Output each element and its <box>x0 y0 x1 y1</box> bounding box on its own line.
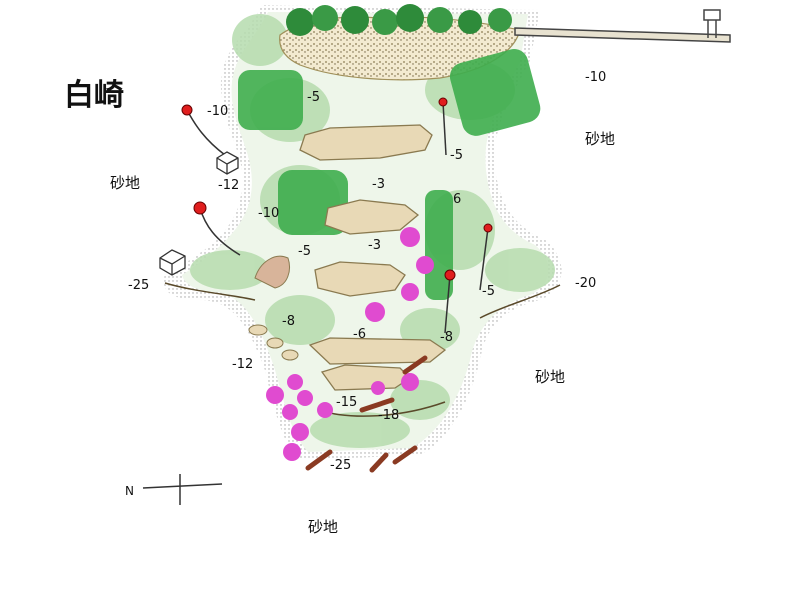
depth-label: -5 <box>482 284 495 299</box>
top-trees <box>286 4 512 36</box>
depth-label: -10 <box>258 206 280 221</box>
sand-label-west: 砂地 <box>110 174 141 192</box>
depth-label: -5 <box>450 148 463 163</box>
depth-label: -10 <box>207 104 229 119</box>
cube-markers <box>159 151 239 276</box>
sand-label-southeast: 砂地 <box>535 368 566 386</box>
soft-corals <box>266 227 434 461</box>
depth-label: -18 <box>378 408 400 423</box>
north-arrow-lines <box>142 474 223 505</box>
boulders <box>248 255 299 361</box>
depth-label: -12 <box>218 178 240 193</box>
depth-label: -8 <box>440 330 453 345</box>
depth-label: -20 <box>575 276 597 291</box>
sand-label-east: 砂地 <box>585 130 616 148</box>
logs <box>305 355 428 473</box>
buoy-markers <box>181 97 493 281</box>
pier <box>514 9 731 43</box>
depth-label: -12 <box>232 357 254 372</box>
depth-label: -3 <box>368 238 381 253</box>
depth-label: -6 <box>353 327 366 342</box>
depth-label: -8 <box>282 314 295 329</box>
map-title: 白崎 <box>64 78 124 113</box>
depth-label: -15 <box>336 395 358 410</box>
depth-label: 6 <box>453 192 462 207</box>
depth-label: -5 <box>307 90 320 105</box>
north-label: N <box>125 484 134 498</box>
flat-rocks <box>299 124 447 391</box>
depth-label: -10 <box>585 70 607 85</box>
kelp-clusters <box>238 49 541 300</box>
depth-label: -25 <box>330 458 352 473</box>
depth-label: -25 <box>128 278 150 293</box>
sand-label-south: 砂地 <box>308 518 339 536</box>
depth-label: -3 <box>372 177 385 192</box>
depth-label: -5 <box>298 244 311 259</box>
